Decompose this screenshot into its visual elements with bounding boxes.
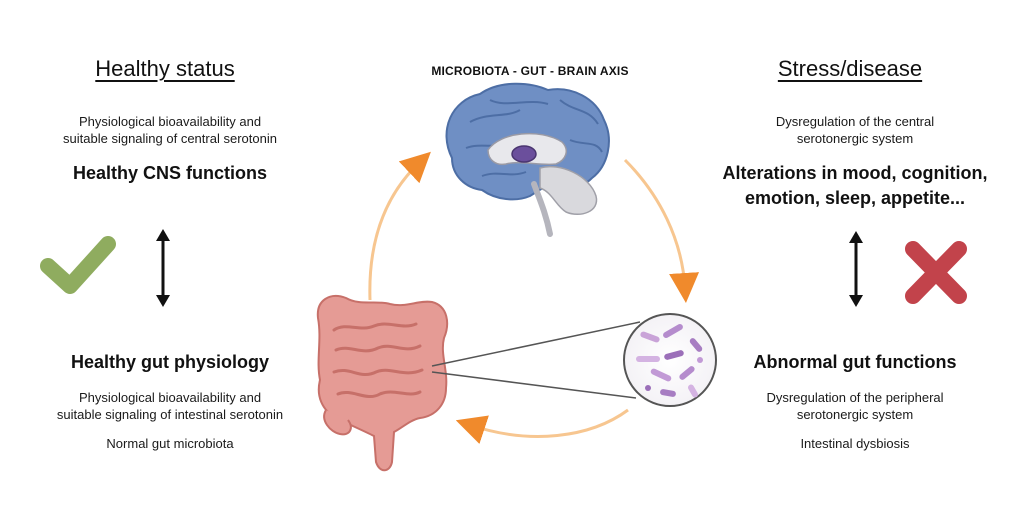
healthy-bidirectional-arrow — [156, 229, 170, 307]
cycle-arrow-gut-to-brain — [370, 162, 420, 300]
cycle-arrow-microbiota-to-gut — [470, 410, 628, 436]
cross-icon — [913, 249, 959, 296]
disease-bidirectional-arrow — [849, 231, 863, 307]
bacteria-magnifier-icon — [624, 314, 716, 406]
zoom-connector-lines — [432, 322, 640, 398]
intestine-icon — [318, 296, 447, 470]
cycle-arrow-brain-to-gut — [625, 160, 685, 288]
check-icon — [48, 244, 108, 286]
brain-icon — [447, 84, 609, 234]
